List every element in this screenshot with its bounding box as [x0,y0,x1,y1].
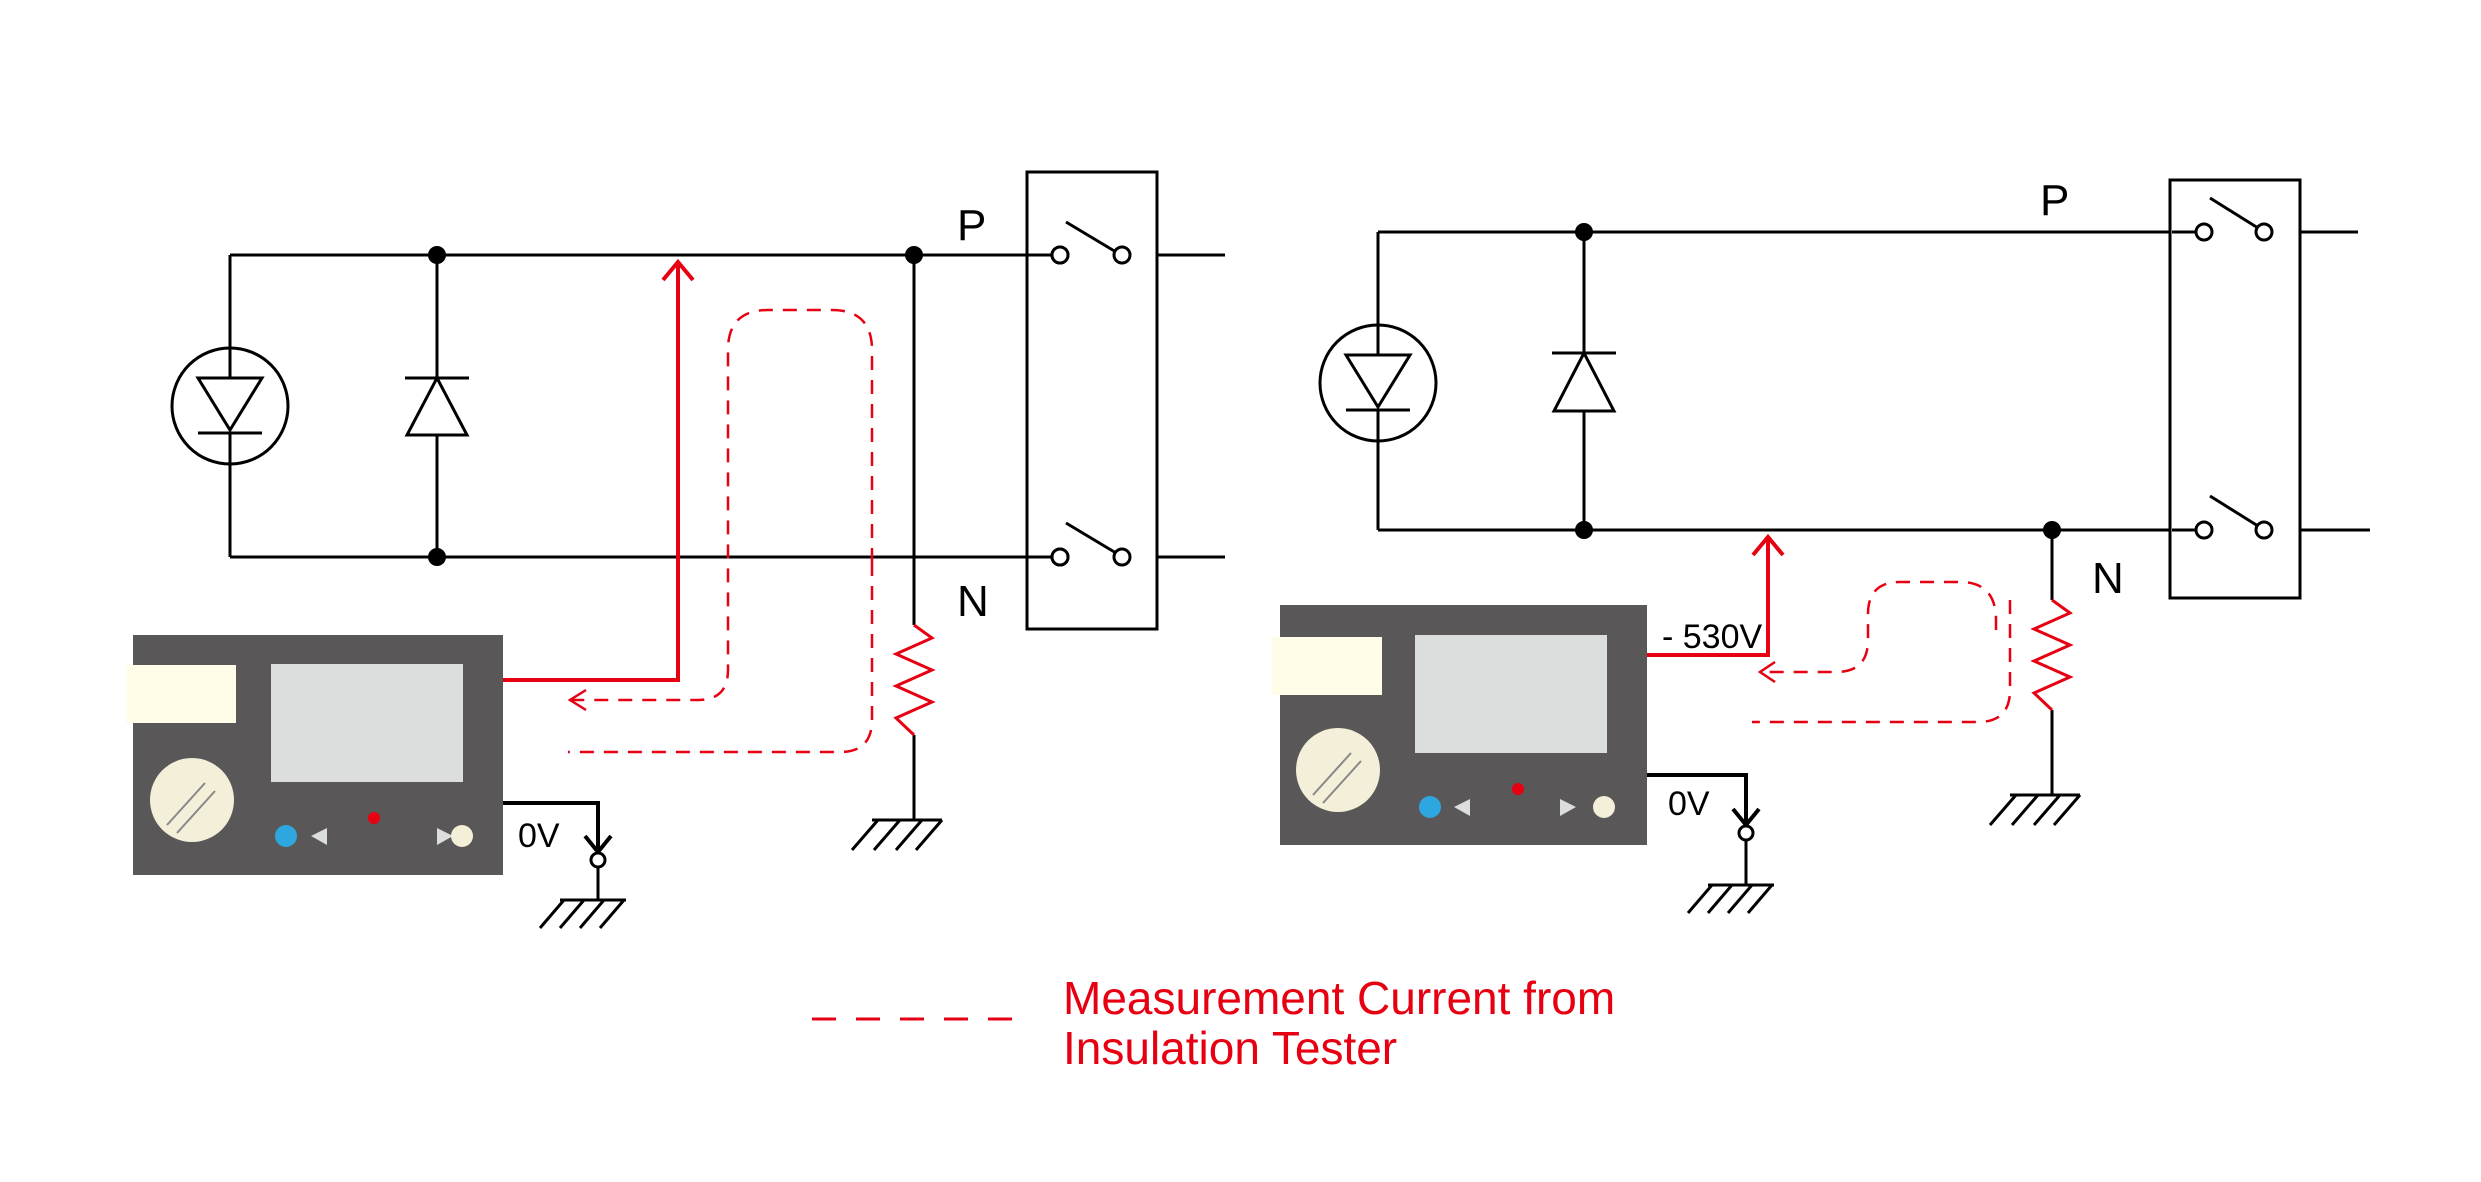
left-tester-red-led [368,812,380,824]
left-tester-dial-icon [150,758,234,842]
right-tester-ground-label: 0V [1668,785,1710,823]
left-test-lead [503,258,695,682]
legend-line-1: Measurement Current from [1063,972,1615,1024]
left-tester-ground-label: 0V [518,817,560,855]
right-junctions [1575,223,2061,539]
right-tester-right-arrow-icon [1560,799,1576,816]
right-diode-icon [1551,349,1617,413]
left-tester-right-arrow-icon [437,828,453,845]
right-tester-dial-icon [1296,728,1380,812]
left-insulation-tester [126,635,503,875]
left-tester-ground-icon [538,851,626,929]
right-tester-left-arrow-icon [1454,799,1470,816]
left-junctions [428,246,923,566]
left-n-label: N [957,577,989,626]
left-tester-label-plate [126,665,236,723]
left-tester-screen [271,664,463,782]
right-tester-red-led [1512,783,1524,795]
left-tester-cream-button [451,825,473,847]
legend: Measurement Current from Insulation Test… [812,972,1615,1074]
right-ground-icon [1988,793,2082,826]
right-tester-screen [1415,635,1607,753]
left-ground-icon [850,818,944,851]
right-n-label: N [2092,554,2124,603]
left-tester-blue-button [275,825,297,847]
legend-line-2: Insulation Tester [1063,1022,1397,1074]
right-circuit: P N - 530V [1272,176,2370,914]
left-pv-module-icon [170,346,290,466]
left-circuit: P N [126,170,1225,929]
right-tester-cream-button [1593,796,1615,818]
right-p-label: P [2040,176,2069,225]
left-ground-resistor-icon [892,623,936,737]
right-test-lead [1647,533,1785,657]
left-diode-icon [404,374,470,437]
right-switch-box [2168,178,2370,600]
right-tester-blue-button [1419,796,1441,818]
right-ground-resistor-icon [2030,598,2074,712]
left-p-label: P [957,201,986,250]
right-tester-label-plate [1272,637,1382,695]
right-current-path [1752,580,2012,724]
right-insulation-tester [1272,605,1647,845]
left-tester-left-arrow-icon [311,828,327,845]
left-current-path [567,308,874,754]
right-pv-module-icon [1318,323,1438,443]
right-tester-ground-icon [1686,824,1774,914]
right-tester-voltage-label: - 530V [1662,618,1762,656]
